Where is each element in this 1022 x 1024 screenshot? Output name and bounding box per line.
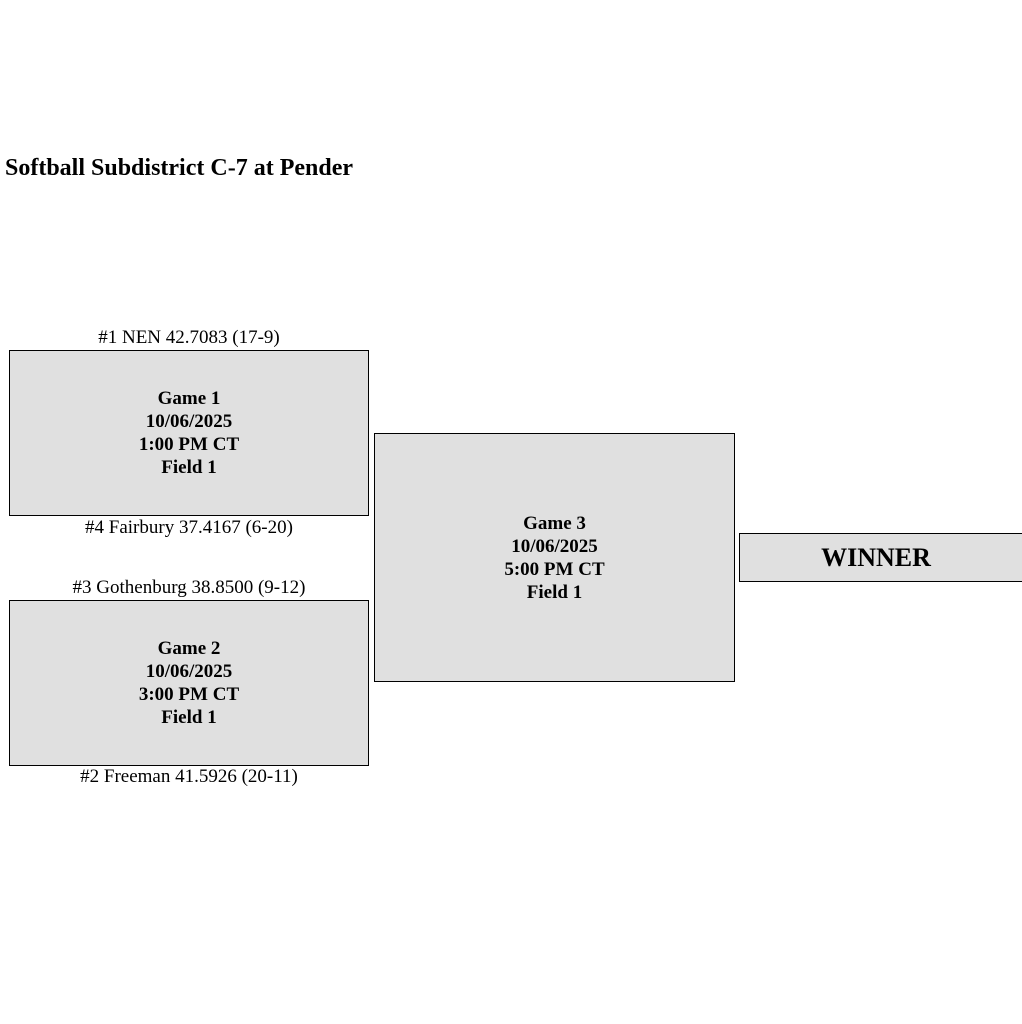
game-2-name: Game 2 — [157, 638, 221, 659]
game-1-field: Field 1 — [161, 457, 217, 478]
game-3-box: Game 3 10/06/2025 5:00 PM CT Field 1 — [374, 433, 735, 682]
team-label-seed-3: #3 Gothenburg 38.8500 (9-12) — [72, 577, 306, 598]
game-2-date: 10/06/2025 — [145, 661, 233, 682]
game-2-box: Game 2 10/06/2025 3:00 PM CT Field 1 — [9, 600, 369, 766]
game-1-box: Game 1 10/06/2025 1:00 PM CT Field 1 — [9, 350, 369, 516]
game-1-date: 10/06/2025 — [145, 411, 233, 432]
game-3-field: Field 1 — [526, 581, 583, 603]
game-1-time: 1:00 PM CT — [138, 434, 240, 455]
team-label-seed-2: #2 Freeman 41.5926 (20-11) — [80, 766, 298, 787]
team-label-seed-4: #4 Fairbury 37.4167 (6-20) — [85, 517, 293, 538]
game-2-time: 3:00 PM CT — [138, 684, 240, 705]
page-title: Softball Subdistrict C-7 at Pender — [5, 155, 353, 181]
game-3-date: 10/06/2025 — [511, 535, 598, 557]
game-1-name: Game 1 — [157, 388, 221, 409]
game-2-field: Field 1 — [161, 707, 217, 728]
winner-box: WINNER — [739, 533, 1022, 582]
team-label-seed-1: #1 NEN 42.7083 (17-9) — [98, 327, 280, 348]
game-3-time: 5:00 PM CT — [504, 558, 605, 580]
game-3-name: Game 3 — [523, 512, 586, 534]
